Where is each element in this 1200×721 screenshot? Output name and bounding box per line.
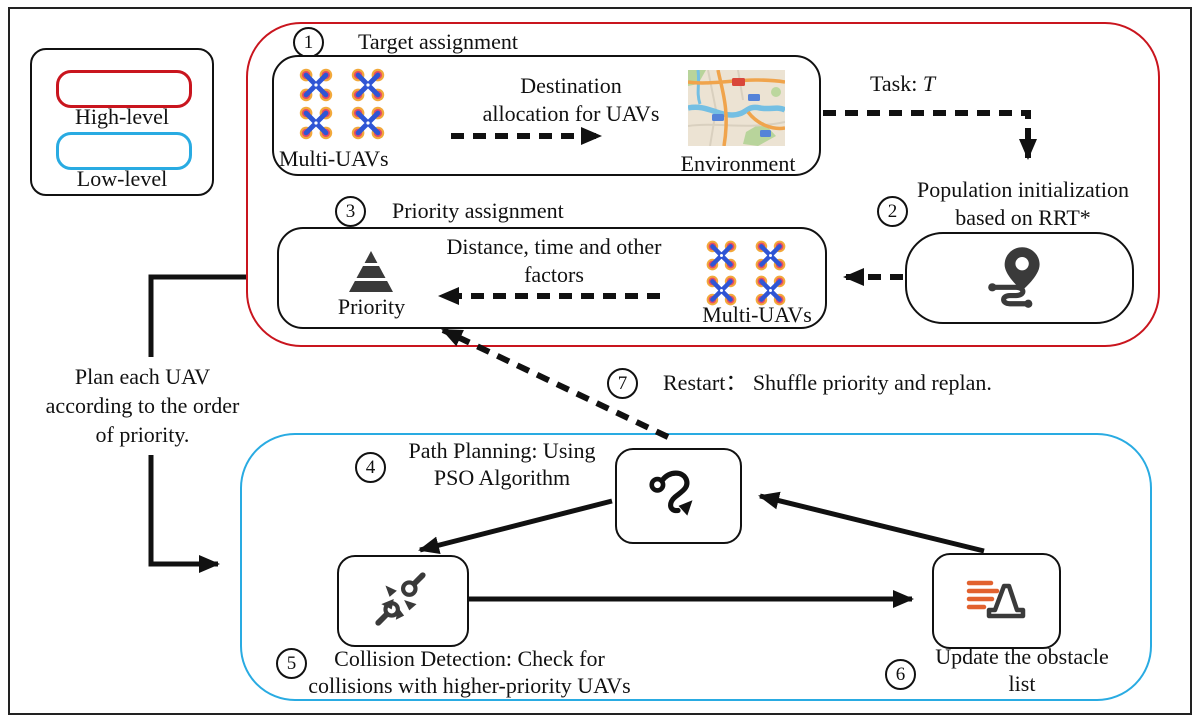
- multi-uavs-label: Multi-UAVs: [702, 302, 812, 327]
- step-1-title: Target assignment: [358, 29, 518, 54]
- uav-icon: [350, 67, 386, 103]
- step-2-number: 2: [877, 196, 908, 227]
- obstacle-list-icon: [966, 580, 1025, 619]
- legend-low-level-swatch: [56, 132, 192, 170]
- legend-high-label: High-level: [74, 104, 170, 129]
- plan-order-note: Plan each UAV according to the order of …: [45, 364, 240, 447]
- step-4-number: 4: [355, 452, 386, 483]
- collision-detection-box: [337, 555, 469, 647]
- uav-icon: [298, 67, 334, 103]
- legend-high-level-swatch: [56, 70, 192, 108]
- step-3-number: 3: [335, 196, 366, 227]
- multi-uavs-label: Multi-UAVs: [279, 146, 389, 171]
- step-3-title: Priority assignment: [392, 198, 564, 223]
- destination-text: Destination allocation for UAVs: [482, 73, 660, 126]
- high-level-container: [246, 22, 1160, 347]
- uav-icon: [754, 239, 787, 272]
- environment-label: Environment: [680, 151, 796, 176]
- legend: High-level Low-level: [30, 48, 214, 196]
- multi-uav-group: [705, 239, 787, 307]
- task-symbol: T: [922, 71, 936, 96]
- step-2-title: Population initialization based on RRT*: [916, 177, 1130, 230]
- factors-text: Distance, time and other factors: [446, 234, 662, 287]
- step-5-title: Collision Detection: Check for collision…: [308, 646, 631, 698]
- route-planning-icon: [648, 470, 692, 516]
- collision-icon: [375, 572, 426, 626]
- step-5-number: 5: [276, 648, 307, 679]
- step-4-title: Path Planning: Using PSO Algorithm: [408, 438, 596, 490]
- priority-label: Priority: [337, 294, 406, 319]
- step-1-number: 1: [293, 27, 324, 58]
- step-6-number: 6: [885, 659, 916, 690]
- priority-assignment-box: Priority Distance, time and other factor…: [277, 227, 827, 329]
- uav-icon: [298, 105, 334, 141]
- uav-icon: [350, 105, 386, 141]
- low-level-container: [240, 433, 1152, 701]
- environment-map: [688, 70, 785, 146]
- pyramid-icon: [349, 251, 393, 292]
- uav-icon: [705, 239, 738, 272]
- legend-low-label: Low-level: [76, 166, 168, 191]
- outer-border: [8, 7, 1192, 715]
- multi-uav-group: [298, 67, 386, 141]
- task-label: Task: T: [870, 71, 936, 96]
- step-6-title: Update the obstacle list: [935, 644, 1109, 696]
- step-7-label: Restart： Shuffle priority and replan.: [663, 370, 992, 395]
- pin-route-icon: [987, 247, 1040, 308]
- step-7-number: 7: [607, 368, 638, 399]
- target-assignment-box: Multi-UAVs Destination allocation for UA…: [272, 55, 821, 176]
